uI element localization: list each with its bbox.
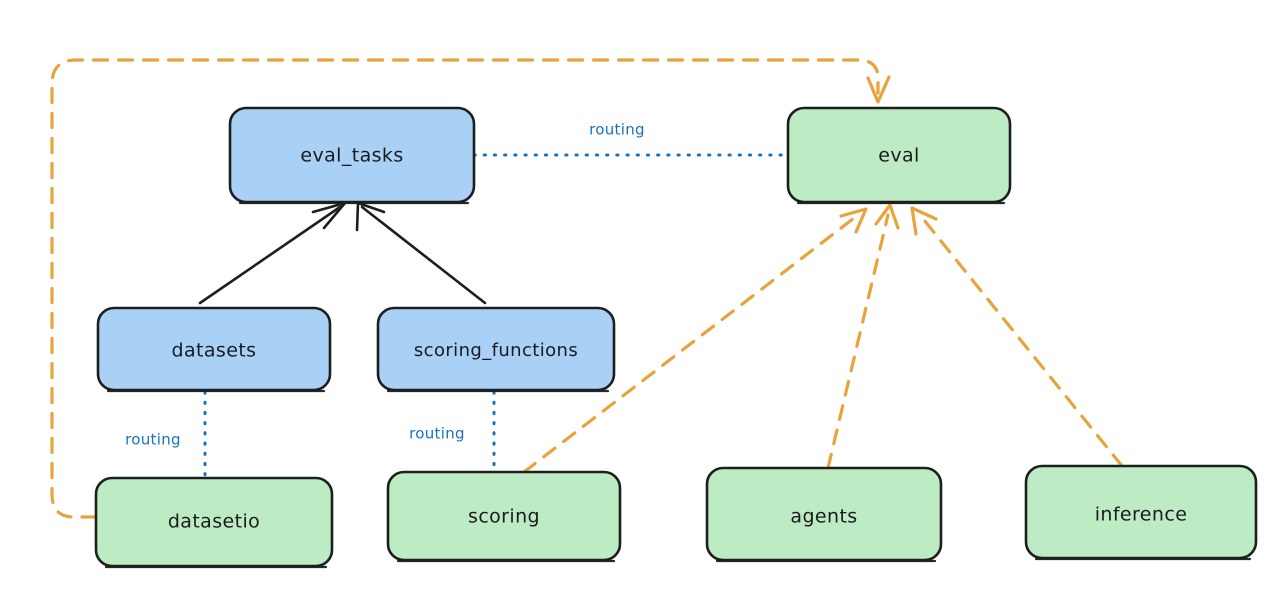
node-label-scoring-functions: scoring_functions	[414, 340, 578, 361]
node-label-inference: inference	[1095, 504, 1188, 526]
edge-scoring-to-eval	[522, 207, 868, 474]
edge-label-routing-eval-tasks: routing	[589, 121, 645, 139]
edge-datasets-to-eval-tasks	[198, 201, 347, 305]
node-label-scoring: scoring	[468, 506, 540, 528]
edge-label-routing-datasets: routing	[125, 431, 181, 449]
node-scoring[interactable]: scoring	[386, 470, 622, 563]
edge-label-routing-scoring-functions: routing	[409, 425, 465, 443]
node-label-datasets: datasets	[172, 340, 257, 362]
node-inference[interactable]: inference	[1024, 464, 1258, 561]
edge-inference-to-eval	[910, 206, 1124, 468]
node-eval[interactable]: eval	[786, 106, 1012, 205]
node-label-eval: eval	[878, 145, 919, 167]
node-label-agents: agents	[790, 506, 857, 528]
edge-scoring-functions-to-eval-tasks	[355, 201, 487, 305]
node-scoring-functions[interactable]: scoring_functions	[376, 306, 616, 393]
node-datasets[interactable]: datasets	[96, 306, 332, 393]
node-label-datasetio: datasetio	[168, 511, 260, 533]
node-eval-tasks[interactable]: eval_tasks	[228, 106, 476, 205]
node-label-eval-tasks: eval_tasks	[300, 145, 403, 167]
node-datasetio[interactable]: datasetio	[94, 476, 334, 569]
edge-agents-to-eval	[826, 203, 900, 470]
edge-datasetio-to-eval	[50, 58, 891, 519]
node-agents[interactable]: agents	[705, 466, 943, 563]
